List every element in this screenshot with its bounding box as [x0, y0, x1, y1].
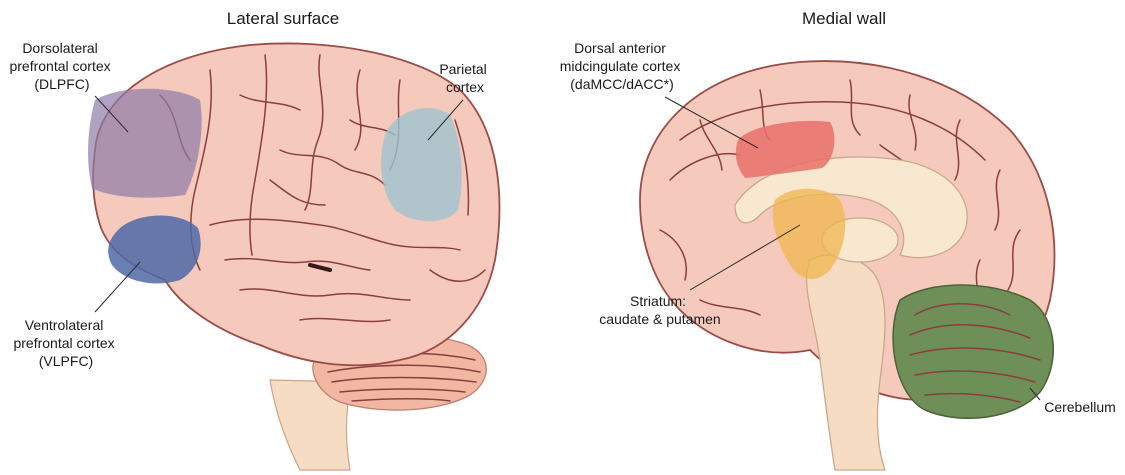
medial-brainstem	[807, 255, 885, 470]
medial-wall-panel: Medial wall	[560, 9, 1116, 470]
lateral-surface-panel: Lateral surface	[9, 9, 499, 470]
parietal-region	[381, 108, 462, 221]
cerebellum-label: Cerebellum	[1044, 399, 1116, 415]
dlpfc-region	[88, 89, 202, 198]
dlpfc-label: Dorsolateral prefrontal cortex (DLPFC)	[9, 40, 114, 92]
parietal-label: Parietal cortex	[439, 61, 490, 95]
vlpfc-label: Ventrolateral prefrontal cortex (VLPFC)	[13, 317, 118, 369]
medial-wall-title: Medial wall	[802, 9, 886, 28]
lateral-surface-title: Lateral surface	[227, 9, 339, 28]
damcc-label: Dorsal anterior midcingulate cortex (daM…	[560, 40, 685, 92]
